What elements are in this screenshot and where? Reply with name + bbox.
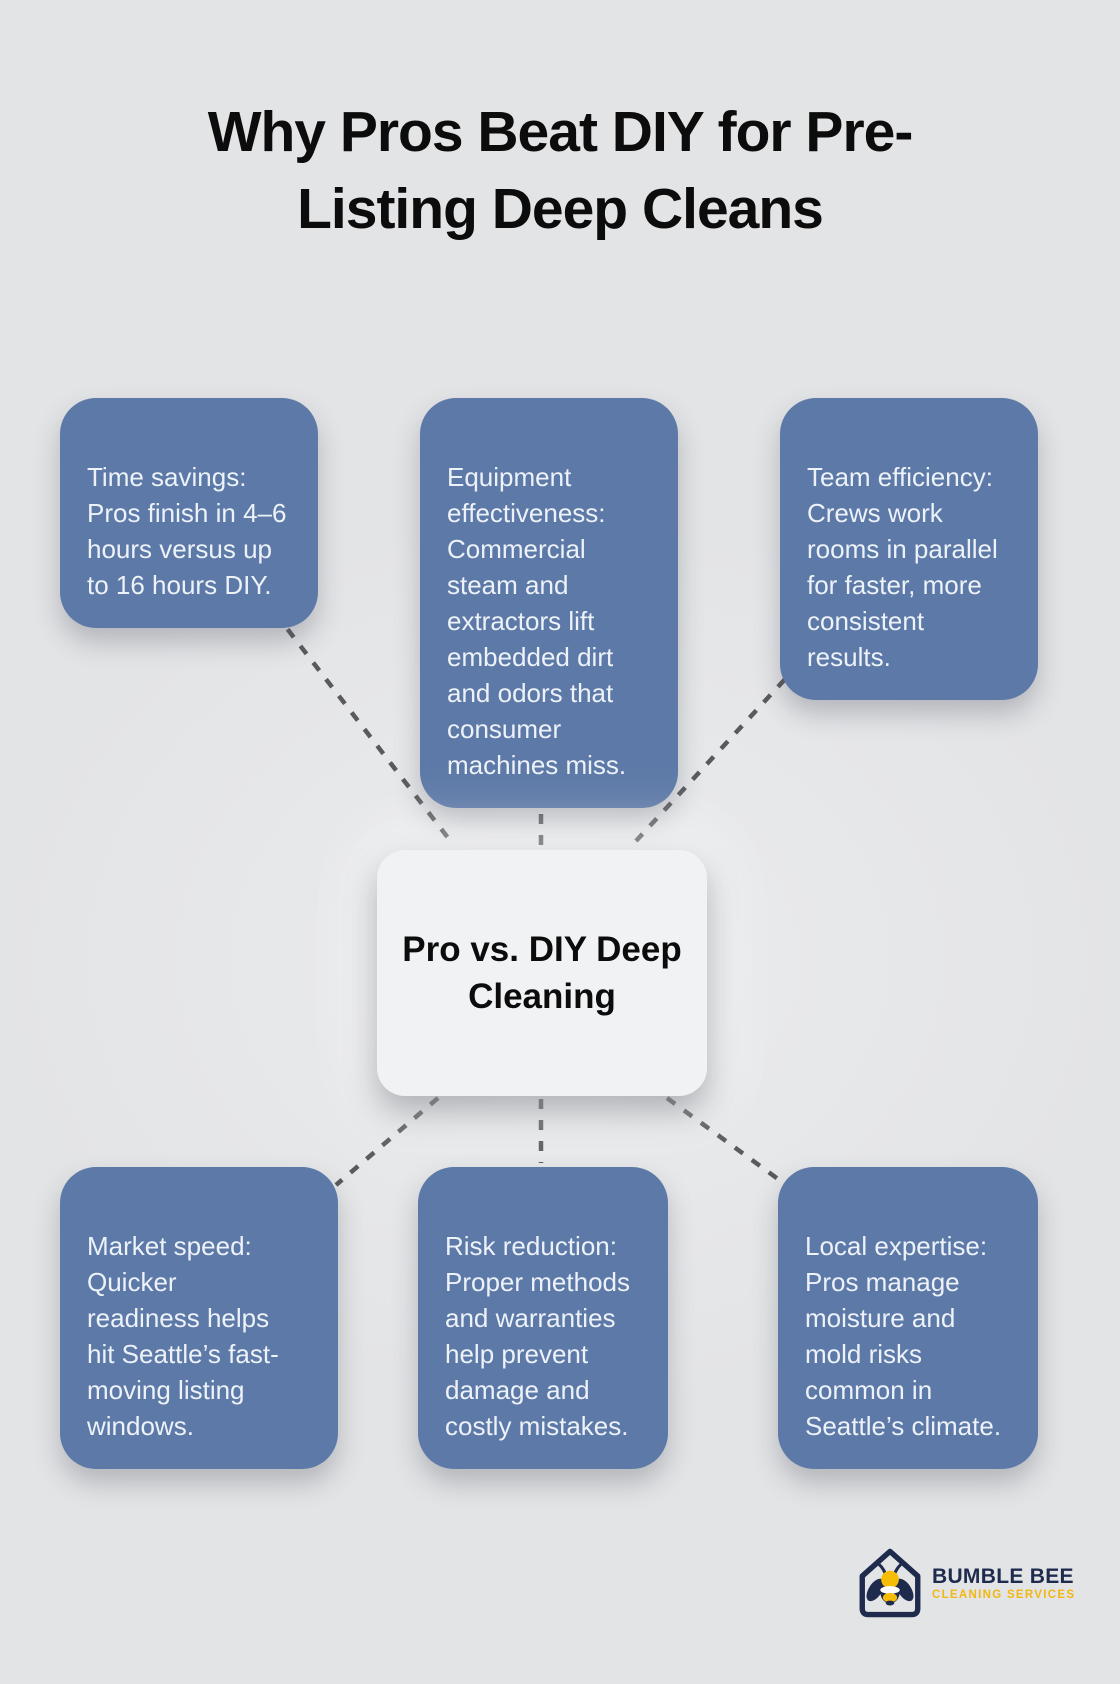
node-time-savings: Time savings: Pros finish in 4–6 hours v… — [60, 398, 318, 628]
page-title-line-2: Listing Deep Cleans — [297, 177, 824, 241]
node-risk-reduction: Risk reduction: Proper methods and warra… — [418, 1167, 668, 1469]
center-node: Pro vs. DIY Deep Cleaning — [377, 850, 707, 1096]
connector-line-bottom-left — [334, 1096, 440, 1187]
node-market-speed: Market speed: Quicker readiness helps hi… — [60, 1167, 338, 1469]
logo-text-block: BUMBLE BEE CLEANING SERVICES — [932, 1565, 1075, 1602]
node-team-efficiency-text: Team efficiency: Crews work rooms in par… — [807, 462, 998, 672]
node-local-expertise-text: Local expertise: Pros manage moisture an… — [805, 1231, 1002, 1441]
page-title-line-1: Why Pros Beat DIY for Pre- — [207, 100, 914, 164]
node-team-efficiency: Team efficiency: Crews work rooms in par… — [780, 398, 1038, 700]
page-title: Why Pros Beat DIY for Pre- Listing Deep … — [0, 94, 1120, 248]
node-equipment-effectiveness: Equipment effectiveness: Commercial stea… — [420, 398, 678, 808]
connector-line-bottom-right — [665, 1096, 791, 1189]
node-market-speed-text: Market speed: Quicker readiness helps hi… — [87, 1231, 279, 1441]
house-bee-icon — [859, 1548, 921, 1618]
node-local-expertise: Local expertise: Pros manage moisture an… — [778, 1167, 1038, 1469]
node-time-savings-text: Time savings: Pros finish in 4–6 hours v… — [87, 462, 287, 600]
logo-name: BUMBLE BEE — [932, 1564, 1074, 1588]
bumble-bee-logo: BUMBLE BEE CLEANING SERVICES — [851, 1546, 1075, 1620]
node-risk-reduction-text: Risk reduction: Proper methods and warra… — [445, 1231, 630, 1441]
node-equipment-effectiveness-text: Equipment effectiveness: Commercial stea… — [447, 462, 627, 780]
logo-tagline: CLEANING SERVICES — [932, 1588, 1076, 1601]
center-node-title: Pro vs. DIY Deep Cleaning — [402, 930, 682, 1016]
